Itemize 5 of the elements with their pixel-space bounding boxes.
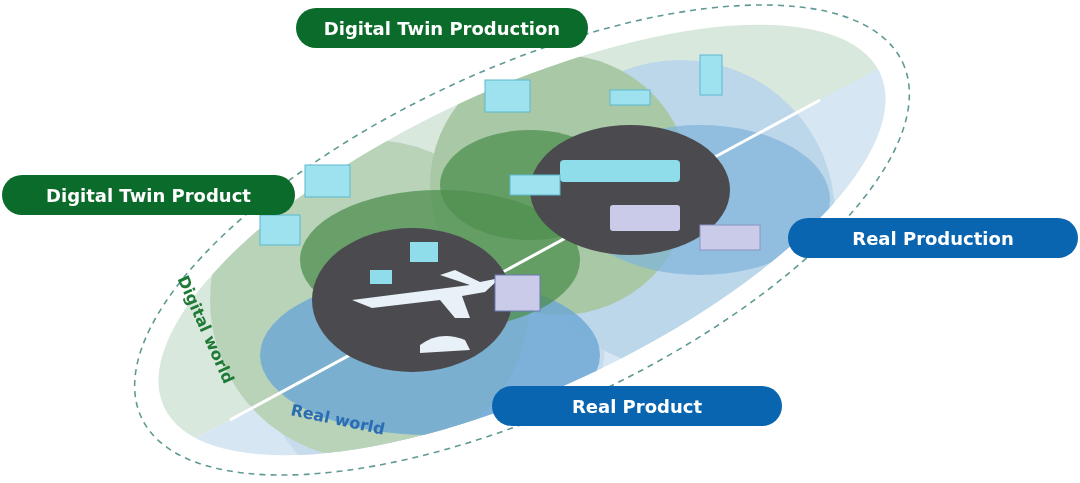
label-pill: Real Production bbox=[788, 218, 1078, 258]
label-pill: Real Product bbox=[492, 386, 782, 426]
label-pill: Digital Twin Production bbox=[296, 8, 588, 48]
label-pill: Digital Twin Product bbox=[2, 175, 295, 215]
region-label: Real world bbox=[289, 400, 387, 439]
